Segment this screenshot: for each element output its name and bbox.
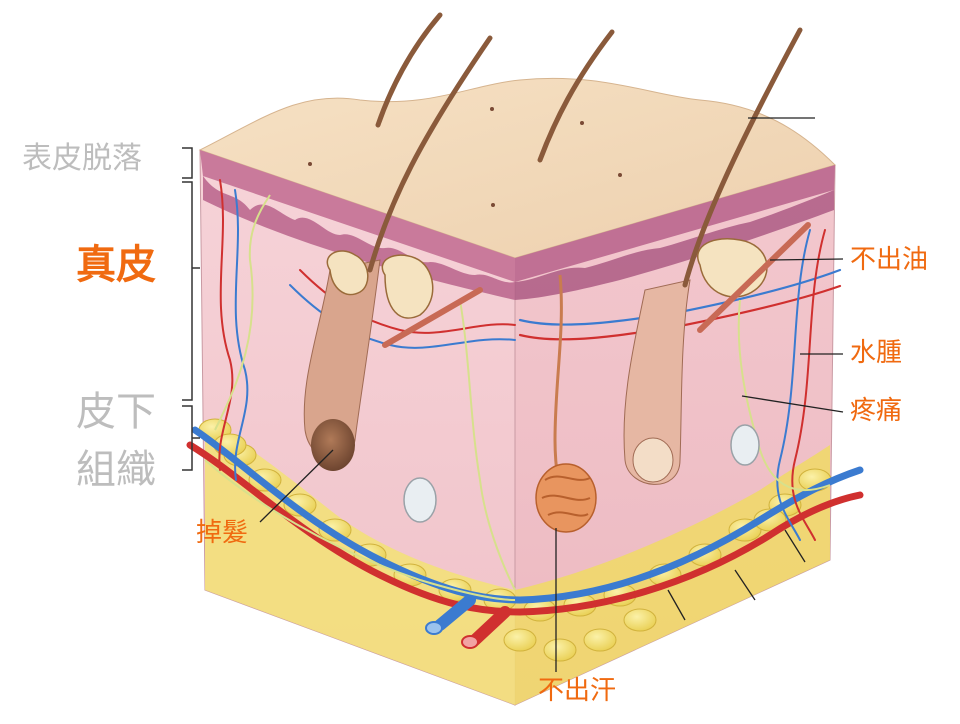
sebaceous-glands (326, 238, 768, 319)
label-epidermis-shedding: 表皮脱落 (22, 141, 142, 176)
label-dermis: 真皮 (76, 242, 156, 288)
epidermis-band (200, 150, 835, 300)
label-subcutaneous-line2: 組織 (76, 447, 156, 493)
label-no-sweat: 不出汗 (538, 676, 617, 706)
top-surface (198, 77, 836, 259)
leader-lines (259, 117, 844, 672)
fat-lobule (583, 628, 617, 652)
nerves (204, 194, 831, 601)
label-swelling: 水腫 (850, 338, 903, 368)
surface-pores (308, 107, 622, 207)
pacinian-corpuscles (403, 424, 760, 523)
arrector-pili-muscles (382, 222, 811, 348)
layer-brackets (182, 147, 200, 471)
fat-lobule (623, 608, 657, 632)
fat-lobule (503, 628, 537, 652)
label-hair-loss: 掉髮 (196, 518, 249, 548)
label-subcutaneous-line1: 皮下 (76, 389, 156, 435)
fat-lobule (283, 493, 317, 517)
fat-lobule (543, 638, 577, 662)
blood-vessels (186, 179, 864, 649)
sweat-gland (535, 463, 597, 533)
hair-shafts (367, 12, 803, 288)
label-pain: 疼痛 (850, 396, 903, 426)
label-no-oil: 不出油 (850, 245, 929, 275)
hair-follicles (303, 259, 691, 521)
